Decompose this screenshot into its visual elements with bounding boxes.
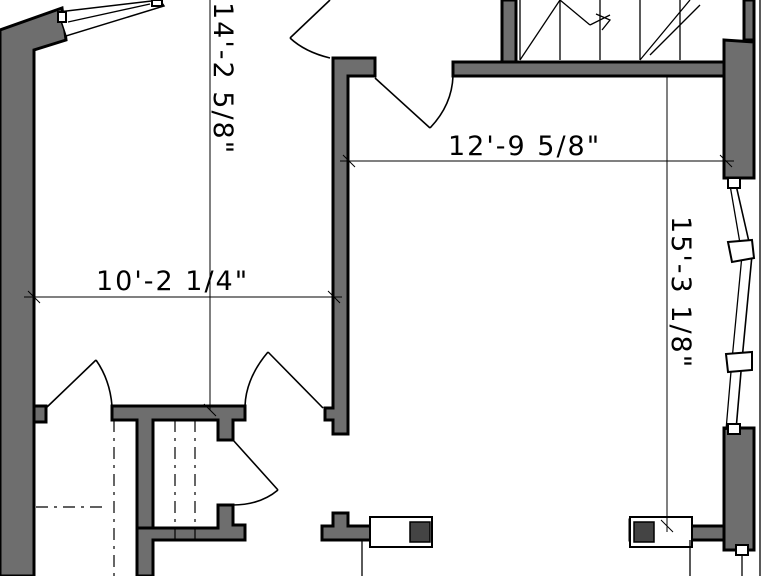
window-right-bay: [724, 177, 756, 435]
door-closet: [232, 439, 279, 506]
closet-wall: [110, 404, 247, 530]
dimension-lines: [24, 0, 734, 533]
right-exterior-wall-lower: [722, 426, 756, 552]
dimension-label-right-room-width: 12'-9 5/8": [448, 131, 601, 162]
dimension-label-left-room-height: 14'-2 5/8": [207, 2, 238, 155]
right-wall-top-cap: [742, 0, 756, 42]
window-top-left: [56, 0, 166, 37]
door-left-room-b: [244, 351, 324, 409]
stairs-bottom-dashed: [36, 420, 196, 576]
top-wall-right: [451, 60, 728, 78]
window-right-bottom: [735, 544, 749, 576]
center-partition-wall: [323, 56, 377, 436]
door-top-center: [374, 75, 454, 129]
stair-wall-left: [500, 0, 518, 64]
door-left-room-a: [45, 359, 113, 409]
left-stub-wall: [32, 404, 48, 424]
closet-wall-lower: [135, 503, 247, 576]
dimension-label-right-room-height: 15'-3 1/8": [665, 216, 696, 369]
stairs-top: [519, 0, 701, 61]
dimension-label-left-room-width: 10'-2 1/4": [96, 266, 249, 297]
door-top-left: [289, 0, 331, 59]
left-exterior-wall: [0, 5, 68, 576]
column-fixtures: [361, 516, 693, 576]
right-exterior-wall-upper: [722, 38, 756, 180]
